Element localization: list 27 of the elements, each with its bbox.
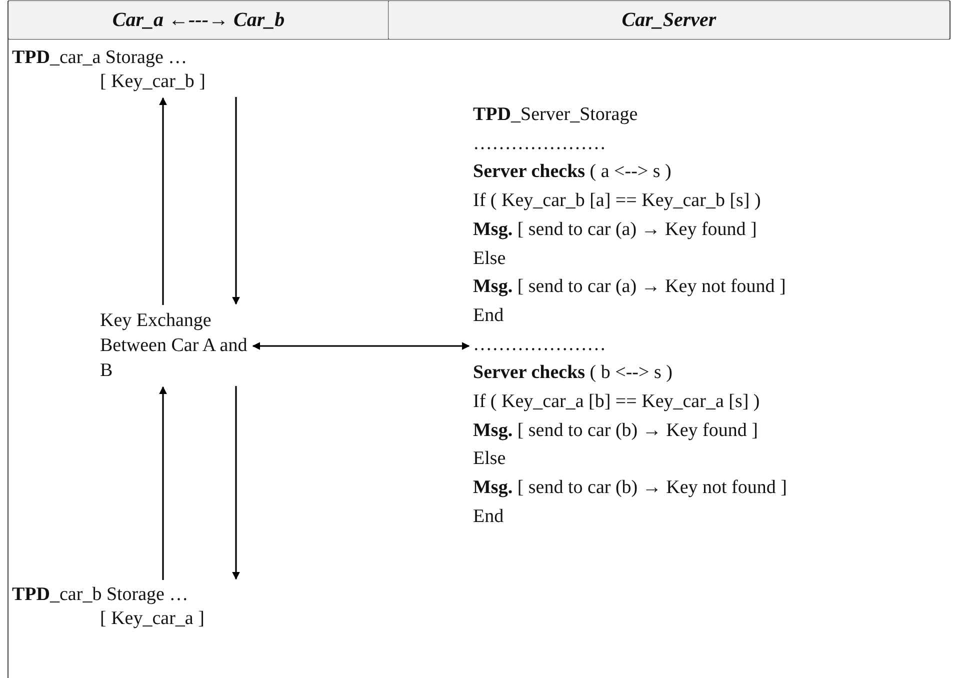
code-line: End bbox=[473, 504, 504, 529]
code-line: ………………… bbox=[473, 332, 606, 357]
arrow bbox=[159, 97, 167, 305]
storage-label: TPD_car_a Storage … bbox=[12, 46, 188, 70]
code-line: End bbox=[473, 304, 504, 328]
code-line: Else bbox=[473, 447, 506, 472]
arrow bbox=[232, 386, 240, 580]
code-line: Else bbox=[473, 246, 506, 271]
arrow bbox=[232, 97, 240, 305]
code-line: If ( Key_car_a [b] == Key_car_a [s] ) bbox=[473, 390, 760, 414]
code-line: If ( Key_car_b [a] == Key_car_b [s] ) bbox=[473, 189, 761, 214]
exchange-label: Key Exchange Between Car A and B bbox=[100, 308, 250, 383]
arrow bbox=[252, 342, 470, 350]
code-line: Msg. [ send to car (a) → Key found ] bbox=[473, 218, 757, 242]
storage-label: [ Key_car_a ] bbox=[100, 607, 204, 631]
code-line: Msg. [ send to car (b) → Key found ] bbox=[473, 418, 758, 443]
code-line: Server checks ( b <--> s ) bbox=[473, 361, 672, 386]
code-line: Msg. [ send to car (a) → Key not found ] bbox=[473, 275, 786, 300]
code-line: Msg. [ send to car (b) → Key not found ] bbox=[473, 476, 787, 500]
code-line: Server checks ( a <--> s ) bbox=[473, 160, 672, 184]
column-header: Car_Server bbox=[389, 1, 949, 39]
arrow bbox=[159, 386, 167, 580]
storage-label: TPD_car_b Storage … bbox=[12, 583, 188, 607]
storage-label: [ Key_car_b ] bbox=[100, 70, 206, 94]
code-line: ………………… bbox=[473, 132, 606, 156]
code-line: TPD_Server_Storage bbox=[473, 103, 638, 127]
column-header: Car_a ←---→ Car_b bbox=[9, 1, 388, 39]
